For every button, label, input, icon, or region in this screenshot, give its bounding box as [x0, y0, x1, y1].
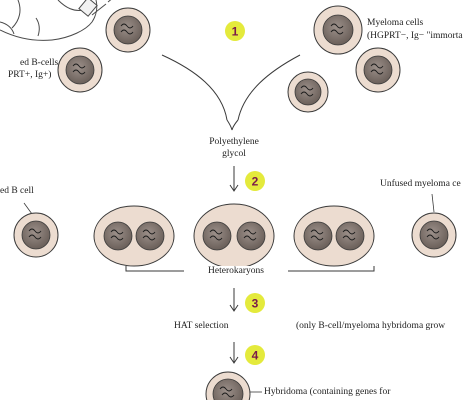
heterokaryons-bracket [125, 266, 375, 272]
myeloma-label-line1: Myeloma cells [367, 18, 424, 28]
arrow-1 [229, 166, 239, 192]
hybridoma-cell [205, 371, 262, 400]
b-cell-bottom [57, 47, 103, 93]
b-cells-label-line2: PRT+, Ig+) [8, 70, 52, 80]
b-cell-top [105, 7, 151, 53]
unfused-b-cell-label: ed B cell [0, 186, 34, 196]
step-4-number: 4 [252, 349, 259, 363]
converge-line-left [161, 54, 228, 121]
arrow-3 [229, 342, 239, 364]
step-3-badge: 3 [245, 293, 265, 313]
step-3-number: 3 [252, 297, 259, 311]
hybridoma-label: Hybridoma (containing genes for [264, 387, 391, 397]
unfused-myeloma-cell [411, 193, 457, 258]
hat-selection-label: HAT selection [174, 321, 229, 331]
unfused-myeloma-label: Unfused myeloma ce [380, 179, 461, 189]
converge-bracket [226, 119, 239, 131]
hat-note-label: (only B-cell/myeloma hybridoma grow [296, 321, 446, 331]
step-2-number: 2 [252, 175, 259, 189]
b-cells-label-line1: ed B-cells [20, 58, 59, 68]
heterokaryon-2 [193, 203, 275, 269]
unfused-b-cell [13, 202, 59, 258]
heterokaryons-label: Heterokaryons [184, 266, 288, 277]
step-4-badge: 4 [245, 345, 265, 365]
heterokaryon-1 [93, 205, 175, 267]
step-1-number: 1 [232, 25, 239, 39]
step-2-badge: 2 [245, 171, 265, 191]
myeloma-cell-middle [355, 47, 401, 93]
peg-label-line2: glycol [222, 149, 246, 159]
arrow-2 [229, 288, 239, 312]
step-1-badge: 1 [225, 21, 245, 41]
myeloma-label-line2: (HGPRT−, Ig− "immorta [367, 31, 463, 41]
myeloma-cell-low [287, 71, 329, 113]
myeloma-cell-top [313, 5, 363, 55]
syringe-sketch [78, 0, 112, 17]
heterokaryon-3 [293, 205, 375, 267]
peg-label-line1: Polyethylene [209, 137, 259, 147]
converge-line-right [237, 54, 301, 121]
